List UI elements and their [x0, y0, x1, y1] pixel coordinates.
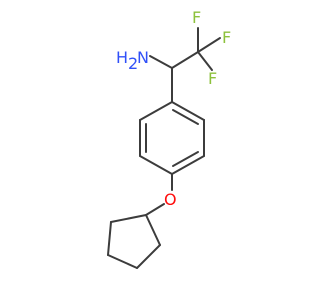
chemical-structure: H 2 N F F F O	[107, 8, 231, 269]
cyclopentyl-bond-2	[136, 244, 161, 269]
nitrogen-label: N	[137, 48, 149, 67]
cyclopentyl-bond-1	[145, 214, 161, 246]
bond-c1-cf3	[171, 51, 199, 69]
cyclopentyl-bond-3	[107, 254, 138, 269]
amine-hydrogen-count: 2	[128, 54, 138, 73]
fluorine-bottom-label: F	[208, 69, 217, 88]
bond-c1-n	[149, 55, 173, 69]
bond-cf3-f-right	[197, 37, 221, 53]
fluorine-top-label: F	[192, 8, 201, 27]
cyclopentyl-bond-4	[107, 221, 112, 256]
cyclopentyl-bond-5	[110, 214, 147, 223]
atom-labels: H 2 N F F F O	[116, 8, 231, 209]
ring-bond-6	[139, 101, 173, 121]
oxygen-label: O	[164, 190, 177, 209]
ring-bond-3	[171, 155, 205, 175]
amine-hydrogen-label: H	[116, 48, 128, 67]
bond-o-cyclopentyl	[145, 203, 165, 216]
fluorine-right-label: F	[222, 28, 231, 47]
ring-bond-4	[139, 155, 173, 175]
bond-cf3-f-bottom	[197, 51, 213, 71]
ring-double-bond-2	[172, 151, 199, 167]
bonds	[107, 27, 221, 269]
ring-double-bond-1	[172, 109, 199, 125]
ring-bond-1	[171, 101, 205, 121]
